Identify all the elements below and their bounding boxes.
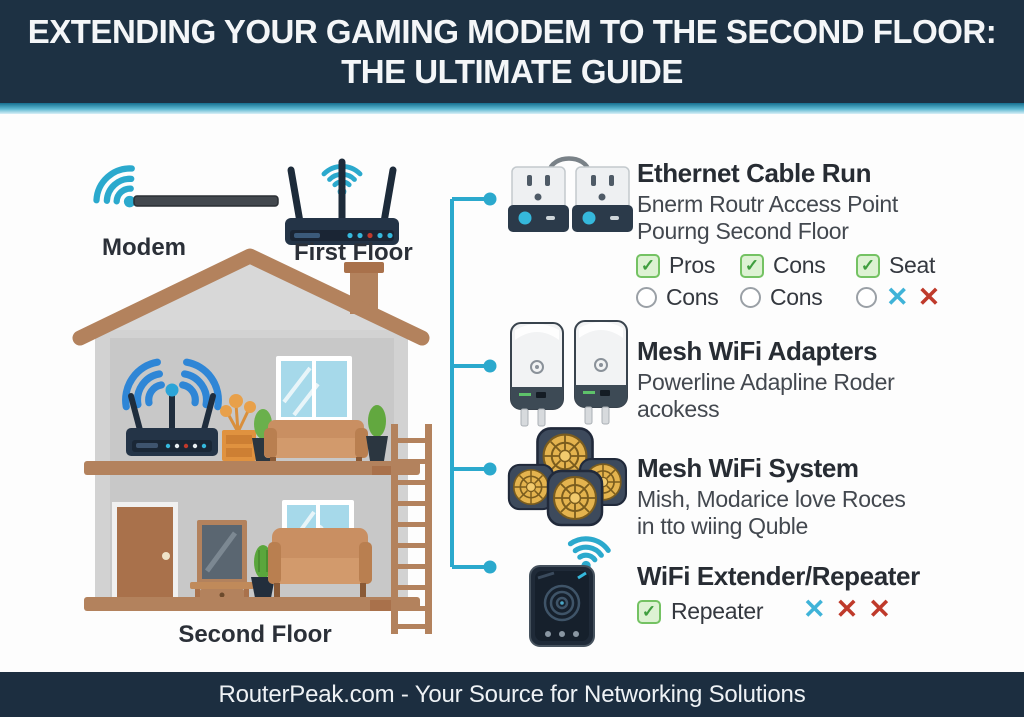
upper-couch xyxy=(252,405,388,462)
x-icon xyxy=(868,596,891,623)
pros-cons-cell: Cons xyxy=(740,252,856,278)
check-icon xyxy=(856,253,880,278)
check-icon xyxy=(740,253,764,278)
desc-line: Бnerm Routr Access Point xyxy=(637,191,898,217)
x-icon xyxy=(836,596,859,623)
footer: RouterPeak.com - Your Source for Network… xyxy=(0,672,1024,717)
desc-line: Pourng Second Floor xyxy=(637,218,849,244)
desc-line: Mish, Modarice love Roces xyxy=(637,486,906,512)
x-icon xyxy=(803,596,826,623)
option-desc-mesh-adapters: Powerline Adapline Roder acokess xyxy=(637,369,895,423)
pros-cons-label: Cons xyxy=(770,284,823,310)
option-title-mesh-system: Mesh WiFi System xyxy=(637,453,859,483)
desc-line: in tto wiing Quble xyxy=(637,513,809,539)
powerline-adapters-icon xyxy=(510,320,628,427)
connector-dots xyxy=(483,192,497,574)
connector-lines xyxy=(450,197,487,569)
desc-line: acokess xyxy=(637,396,720,422)
pros-cons-label: Cons xyxy=(773,252,826,278)
option-title-mesh-adapters: Mesh WiFi Adapters xyxy=(637,336,878,366)
upper-window xyxy=(276,356,352,422)
pros-cons-cell: Pros xyxy=(636,252,740,278)
mirror-table xyxy=(190,520,254,602)
check-icon xyxy=(637,599,661,624)
desc-line: Powerline Adapline Roder xyxy=(637,369,895,395)
circle-icon xyxy=(740,287,761,308)
first-floor-router-icon xyxy=(285,158,399,245)
option-title-ethernet: Ethernet Cable Run xyxy=(637,158,872,188)
cactus xyxy=(251,545,275,598)
mesh-system-icon xyxy=(507,427,628,527)
modem-wifi-icon xyxy=(90,161,279,222)
door xyxy=(112,502,178,600)
footer-text: RouterPeak.com - Your Source for Network… xyxy=(218,680,806,708)
repeater-label: Repeater xyxy=(671,598,764,624)
wifi-extender-icon xyxy=(529,536,610,647)
pros-cons-cell: Cons xyxy=(636,284,740,310)
first-floor-label: First Floor xyxy=(294,239,413,266)
pros-cons-grid: Pros Cons Seat Cons Cons xyxy=(636,252,940,310)
pros-cons-cell: Seat xyxy=(856,252,940,278)
interior-router-icon xyxy=(117,356,227,456)
lower-couch xyxy=(268,528,372,597)
x-icon xyxy=(886,284,909,311)
page-title-line1: EXTENDING YOUR GAMING MODEM TO THE SECON… xyxy=(27,12,997,50)
house-illustration xyxy=(72,248,432,634)
header: EXTENDING YOUR GAMING MODEM TO THE SECON… xyxy=(0,0,1024,103)
option-desc-ethernet: Бnerm Routr Access Point Pourng Second F… xyxy=(637,191,898,245)
pros-cons-cell: Cons xyxy=(740,284,856,310)
pros-cons-label: Pros xyxy=(669,252,716,278)
second-floor-label: Second Floor xyxy=(178,621,332,648)
pros-cons-label: Seat xyxy=(889,252,936,278)
ladder xyxy=(370,424,432,634)
extender-x-marks xyxy=(803,596,891,623)
circle-icon xyxy=(856,287,877,308)
header-accent-bar xyxy=(0,103,1024,114)
pros-cons-cell xyxy=(856,285,940,310)
x-icon xyxy=(918,284,941,311)
check-icon xyxy=(636,253,660,278)
option-desc-mesh-system: Mish, Modarice love Roces in tto wiing Q… xyxy=(637,486,906,540)
shelf-plant xyxy=(220,394,256,461)
page-title-line2: THE ULTIMATE GUIDE xyxy=(341,52,683,90)
circle-icon xyxy=(636,287,657,308)
modem-label: Modem xyxy=(102,234,186,261)
pros-cons-label: Cons xyxy=(666,284,719,310)
ethernet-cable-icon xyxy=(508,156,633,232)
option-title-extender: WiFi Extender/Repeater xyxy=(637,561,920,591)
repeater-row: Repeater xyxy=(637,598,764,625)
